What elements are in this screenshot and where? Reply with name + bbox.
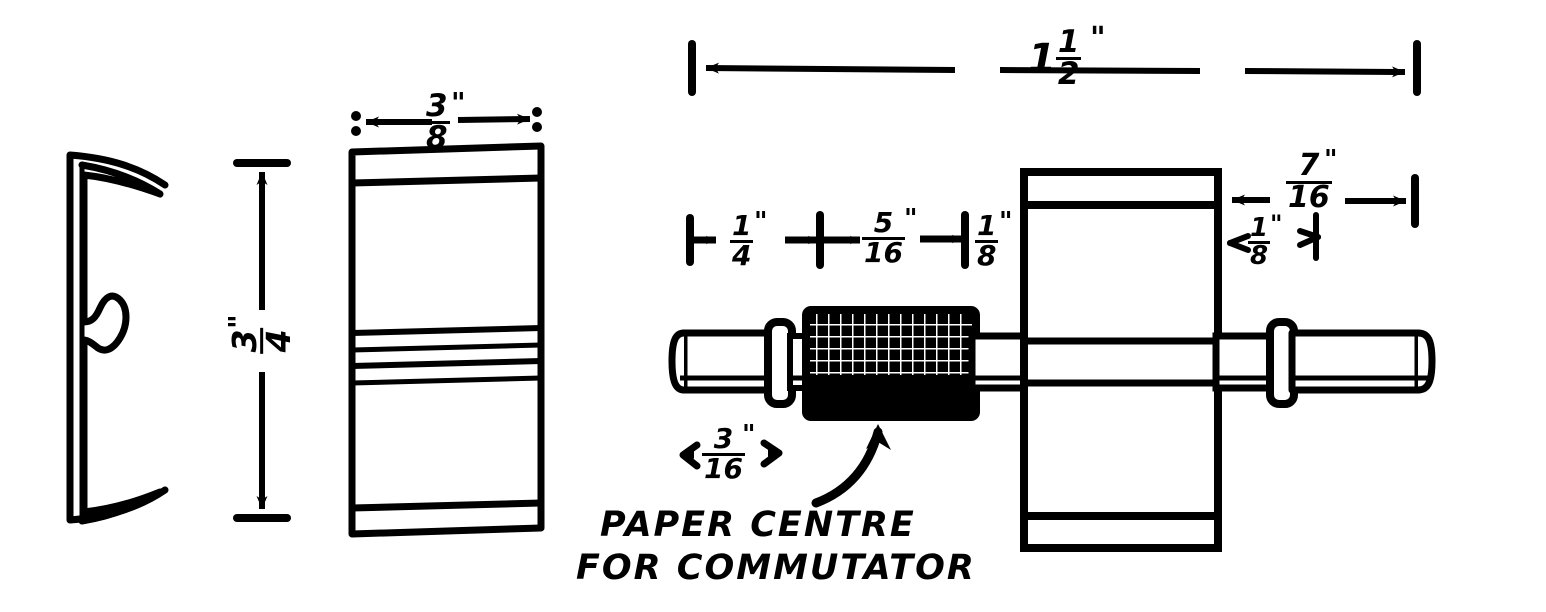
overall-length-dimension [688, 40, 1421, 96]
paper-centre-note-line1: PAPER CENTRE [600, 505, 916, 545]
paper-centre-dia-dimension [679, 439, 783, 470]
paper-centre-leader-arrow [811, 424, 891, 508]
core-top-band-dimension [1227, 212, 1321, 261]
core-height-dimension [233, 159, 291, 522]
core-width-dimension [366, 113, 531, 128]
core-to-shaft-end-dimension [1232, 174, 1419, 228]
paper-centre-note-line2: FOR COMMUTATOR [576, 548, 976, 588]
core-front-view [348, 107, 545, 538]
paper-centre-solid-band [810, 375, 972, 413]
cross-section-view [66, 151, 169, 525]
armature-core-block [1020, 168, 1222, 552]
assembly-view [668, 168, 1436, 552]
